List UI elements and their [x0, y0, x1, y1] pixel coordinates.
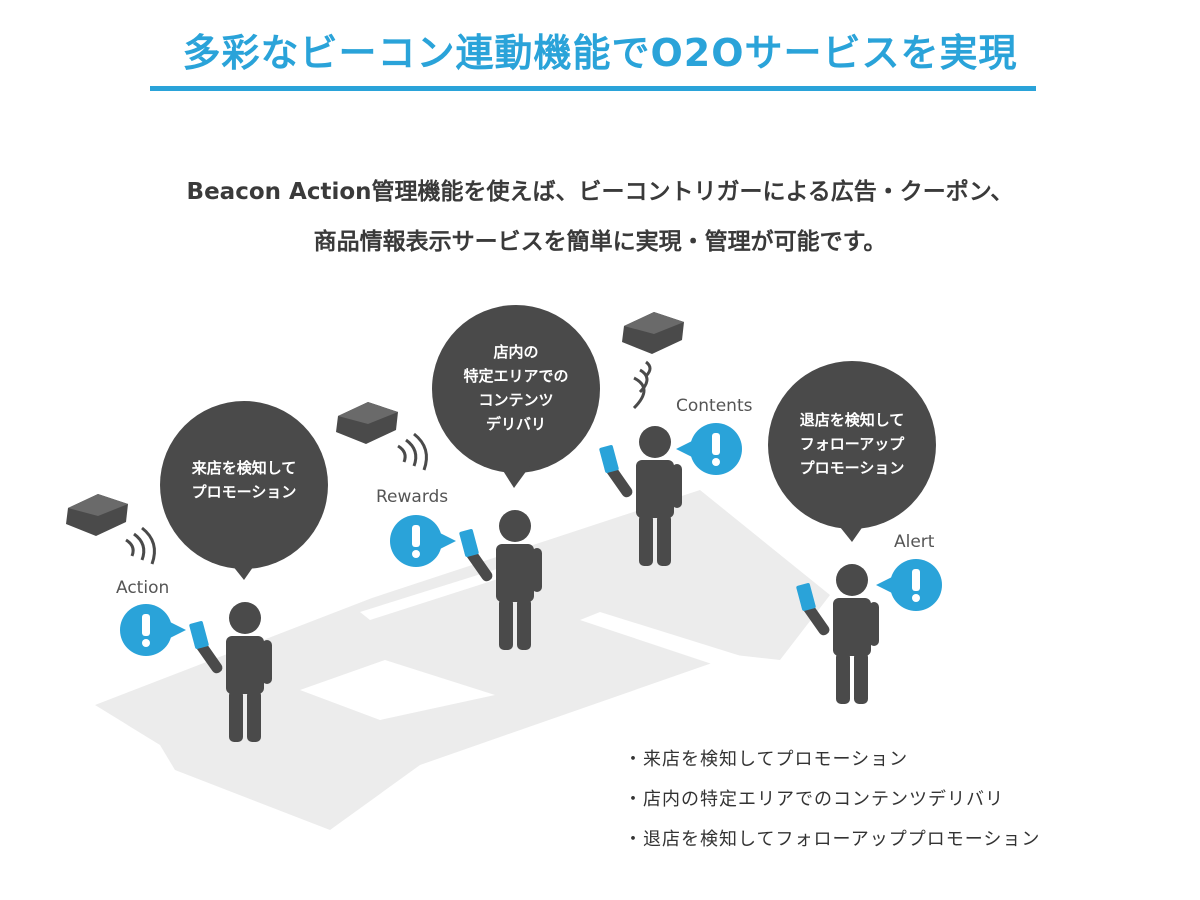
exclamation-icon-contents [676, 423, 742, 475]
exclamation-icon-action [120, 604, 186, 656]
speech-bubble-area [432, 305, 600, 488]
feature-item: ・退店を検知してフォローアッププロモーション [624, 829, 1041, 850]
person-figure-4 [796, 564, 879, 704]
tag-rewards: Rewards [376, 487, 449, 507]
exclamation-icon-alert [876, 559, 942, 611]
lead-line-1: Beacon Action管理機能を使えば、ビーコントリガーによる広告・クーポン… [186, 179, 1014, 205]
store-floor [95, 490, 830, 830]
beacon-device-1 [66, 494, 156, 565]
speech-bubble-exit [768, 361, 936, 542]
beacon-device-2 [336, 402, 428, 471]
title-underline [150, 86, 1036, 91]
speech-bubble-entry [160, 401, 328, 580]
lead-line-2: 商品情報表示サービスを簡単に実現・管理が可能です。 [313, 229, 887, 255]
feature-item: ・来店を検知してプロモーション [624, 749, 909, 770]
feature-item: ・店内の特定エリアでのコンテンツデリバリ [624, 789, 1004, 810]
exclamation-icon-rewards [390, 515, 456, 567]
tag-contents: Contents [676, 396, 753, 416]
person-figure-1 [189, 602, 272, 742]
bubble-text-area: 店内の 特定エリアでの コンテンツ デリバリ [463, 343, 569, 433]
person-figure-3 [599, 426, 682, 566]
person-figure-2 [459, 510, 542, 650]
beacon-device-3 [622, 312, 684, 410]
tag-alert: Alert [894, 532, 935, 552]
page-title: 多彩なビーコン連動機能でO2Oサービスを実現 [182, 31, 1018, 75]
bubble-text-entry: 来店を検知して プロモーション [191, 459, 297, 501]
tag-action: Action [116, 578, 170, 598]
bubble-text-exit: 退店を検知して フォローアップ プロモーション [799, 411, 905, 477]
feature-list: ・来店を検知してプロモーション ・店内の特定エリアでのコンテンツデリバリ ・退店… [624, 744, 1040, 864]
